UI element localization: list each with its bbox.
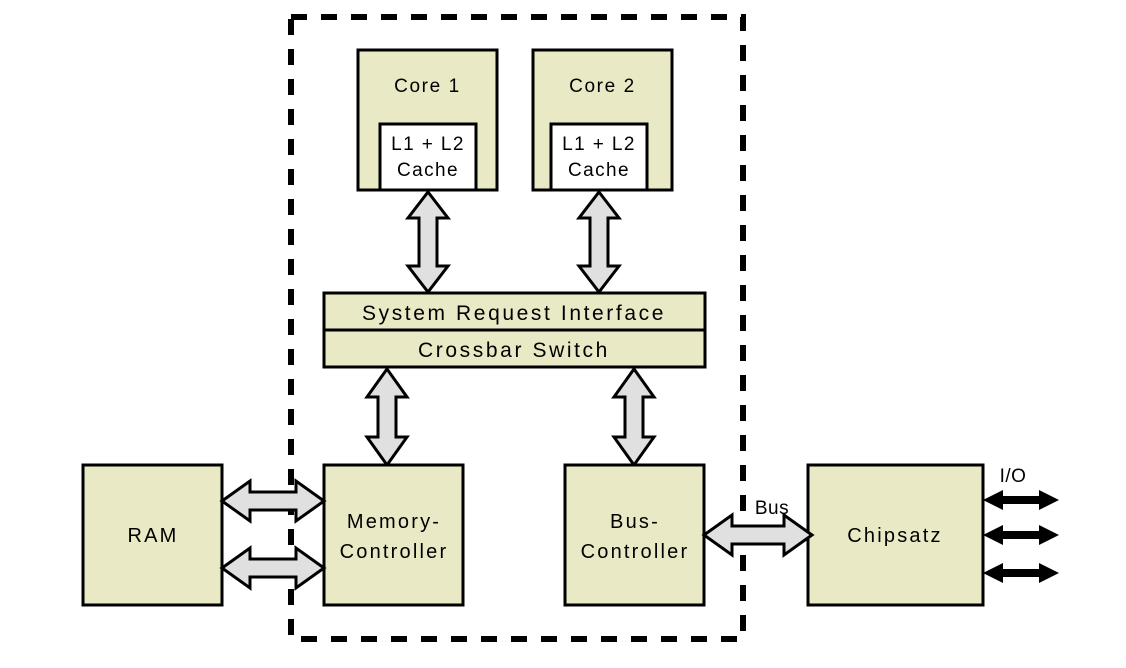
bus-label: Bus xyxy=(755,498,789,519)
crossbar-switch-block: Crossbar Switch xyxy=(322,328,707,369)
system-request-interface-block: System Request Interface xyxy=(322,291,707,332)
bus-controller-block: Bus- Controller xyxy=(563,463,706,607)
processor-die-boundary xyxy=(288,14,746,642)
memory-controller-label-line2: Controller xyxy=(340,541,449,563)
core-1-cache-label-line1: L1 + L2 xyxy=(391,134,465,155)
core-2-cache-label-line1: L1 + L2 xyxy=(562,134,636,155)
io-arrow-group xyxy=(983,490,1059,583)
chipset-block: Chipsatz xyxy=(806,463,985,607)
core-1-cache-label-line2: Cache xyxy=(397,160,459,181)
io-arrow-1 xyxy=(983,490,1059,510)
arrow-ram-to-memory-controller-lower xyxy=(219,545,327,591)
core-1-label: Core 1 xyxy=(394,76,461,97)
memory-controller-block: Memory- Controller xyxy=(322,463,465,607)
crossbar-switch-label: Crossbar Switch xyxy=(418,339,610,362)
bus-controller-box xyxy=(563,463,706,607)
core-2-label: Core 2 xyxy=(569,76,636,97)
chipset-label: Chipsatz xyxy=(847,525,942,547)
arrow-bus-controller-to-chipset xyxy=(701,512,815,558)
core-2-cache-label-line2: Cache xyxy=(568,160,630,181)
core-2-cache-box xyxy=(549,122,649,192)
arrow-crossbar-to-memory-controller xyxy=(364,366,410,468)
arrow-core1-to-system-request-interface xyxy=(404,189,452,295)
memory-controller-box xyxy=(322,463,465,607)
memory-controller-label-line1: Memory- xyxy=(347,511,441,533)
io-arrow-2 xyxy=(983,525,1059,545)
arrow-crossbar-to-bus-controller xyxy=(611,366,657,468)
system-request-interface-label: System Request Interface xyxy=(362,302,666,325)
core-2-block: Core 2 L1 + L2 Cache xyxy=(531,48,674,192)
ram-block: RAM xyxy=(81,463,224,607)
io-arrow-3 xyxy=(983,563,1059,583)
crossbar-switch-box xyxy=(322,328,707,369)
bus-controller-label-line2: Controller xyxy=(581,541,690,563)
ram-label: RAM xyxy=(127,525,178,547)
arrow-core2-to-system-request-interface xyxy=(575,189,623,295)
arrow-ram-to-memory-controller-upper xyxy=(219,478,327,524)
ram-box xyxy=(81,463,224,607)
bus-controller-label-line1: Bus- xyxy=(610,511,660,533)
core-1-block: Core 1 L1 + L2 Cache xyxy=(356,48,499,192)
io-label: I/O xyxy=(1000,466,1027,487)
